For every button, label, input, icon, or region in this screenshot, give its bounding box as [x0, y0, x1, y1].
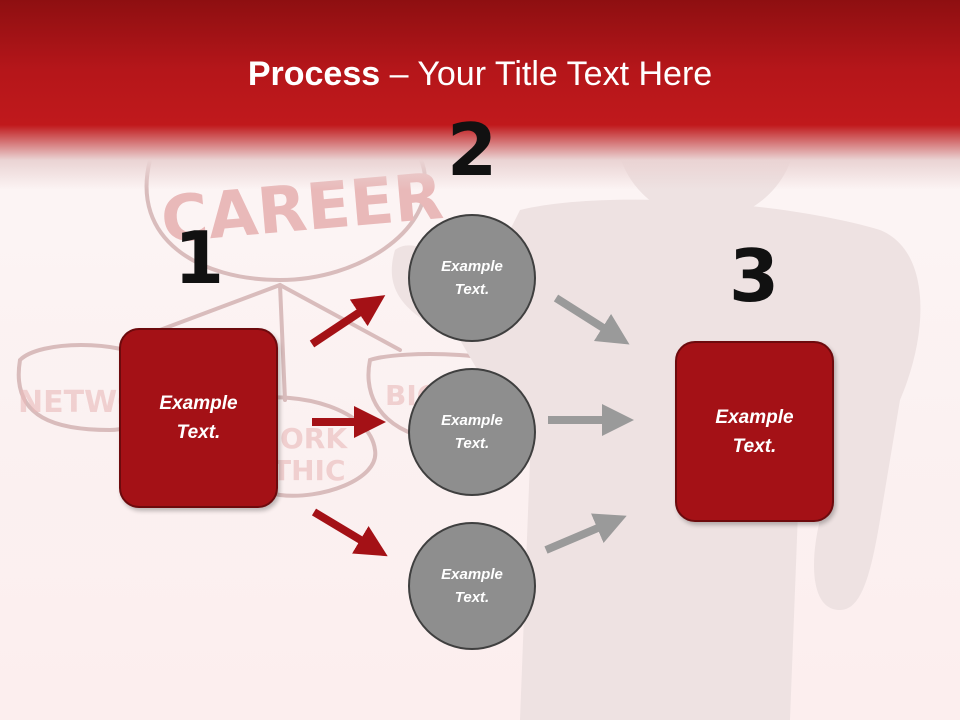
step-2-circle-middle: Example Text.: [408, 368, 536, 496]
step-2-circle-middle-text: Example Text.: [441, 412, 503, 452]
step-number-1: 1: [173, 216, 225, 300]
arrow-circle-top-to-3: [553, 294, 630, 345]
arrow-1-to-circle-top: [309, 295, 386, 348]
bg-text-ork: ORK: [280, 422, 348, 455]
arrow-circle-bottom-to-3: [544, 513, 627, 554]
title-bar: [0, 0, 960, 190]
step-number-3: 3: [728, 234, 780, 318]
step-2-circle-bottom: Example Text.: [408, 522, 536, 650]
step-number-2: 2: [446, 108, 498, 192]
title-rest: – Your Title Text Here: [380, 55, 713, 93]
step-1-text: Example Text.: [159, 393, 238, 443]
step-2-circle-top: Example Text.: [408, 214, 536, 342]
step-1-box: Example Text.: [119, 328, 278, 508]
step-3-text: Example Text.: [715, 406, 794, 457]
step-3-box: Example Text.: [675, 341, 834, 522]
slide-title: Process – Your Title Text Here: [0, 52, 960, 96]
bg-text-thic: THIC: [272, 454, 346, 487]
step-2-circle-top-text: Example Text.: [441, 258, 503, 298]
title-bold: Process: [247, 55, 381, 93]
arrow-1-to-circle-bottom: [311, 508, 388, 557]
step-2-circle-bottom-text: Example Text.: [441, 566, 503, 606]
